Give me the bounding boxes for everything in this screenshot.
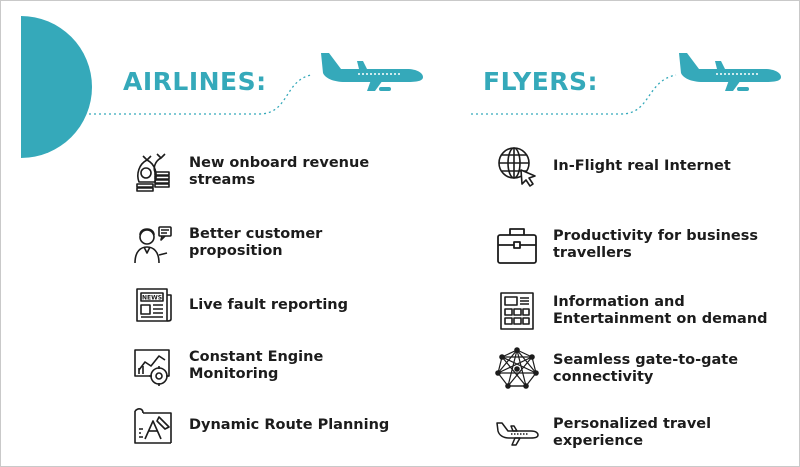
briefcase-icon	[495, 223, 539, 267]
customer-service-icon	[131, 221, 175, 265]
airlines-heading: AIRLINES:	[123, 67, 267, 96]
flyers-heading: FLYERS:	[483, 67, 599, 96]
airlines-item-fault-line1: Live fault reporting	[189, 296, 348, 313]
airlines-item-revenue-line2: streams	[189, 172, 256, 188]
airlines-item-engine-line1: Constant Engine	[189, 349, 324, 365]
airlines-item-customer: Better customer proposition	[131, 221, 322, 265]
flyers-item-personalized-line1: Personalized travel	[553, 416, 712, 432]
airlines-item-route: Dynamic Route Planning	[131, 403, 389, 447]
airlines-item-engine-line2: Monitoring	[189, 366, 279, 382]
flyers-flight-path	[471, 74, 677, 115]
engine-monitor-icon	[131, 344, 175, 388]
flyers-item-connectivity-line2: connectivity	[553, 369, 654, 385]
airlines-item-customer-line2: proposition	[189, 243, 283, 259]
flyers-item-internet: In-Flight real Internet	[495, 144, 731, 188]
route-planning-icon	[131, 403, 175, 447]
flyers-item-internet-line1: In-Flight real Internet	[553, 157, 731, 174]
news-grid-icon	[495, 289, 539, 333]
half-circle-decoration	[21, 16, 92, 158]
airlines-item-route-line1: Dynamic Route Planning	[189, 416, 390, 433]
flyers-item-information-line2: Entertainment on demand	[553, 311, 768, 327]
flyers-item-information: Information and Entertainment on demand	[495, 289, 768, 333]
flyers-item-productivity-line1: Productivity for business	[553, 228, 758, 244]
flyers-item-productivity-line2: travellers	[553, 245, 632, 261]
newspaper-icon: NEWS	[131, 283, 175, 327]
money-bags-icon	[131, 150, 175, 194]
flyers-item-personalized-line2: experience	[553, 433, 644, 449]
airlines-item-customer-line1: Better customer	[189, 226, 323, 242]
airlines-item-engine: Constant Engine Monitoring	[131, 344, 323, 388]
globe-cursor-icon	[495, 144, 539, 188]
flyers-item-connectivity: Seamless gate-to-gate connectivity	[495, 347, 738, 391]
airplane-icon	[495, 411, 539, 455]
airlines-plane-icon	[321, 53, 423, 91]
network-icon	[495, 347, 539, 391]
flyers-plane-icon	[679, 53, 781, 91]
airlines-item-fault: NEWS Live fault reporting	[131, 283, 348, 327]
airlines-item-revenue-line1: New onboard revenue	[189, 155, 370, 171]
flyers-item-connectivity-line1: Seamless gate-to-gate	[553, 352, 739, 368]
airlines-flight-path	[89, 74, 312, 115]
airlines-item-revenue: New onboard revenue streams	[131, 150, 369, 194]
svg-text:NEWS: NEWS	[142, 295, 162, 302]
flyers-item-information-line1: Information and	[553, 294, 685, 310]
flyers-item-personalized: Personalized travel experience	[495, 411, 711, 455]
flyers-item-productivity: Productivity for business travellers	[495, 223, 758, 267]
